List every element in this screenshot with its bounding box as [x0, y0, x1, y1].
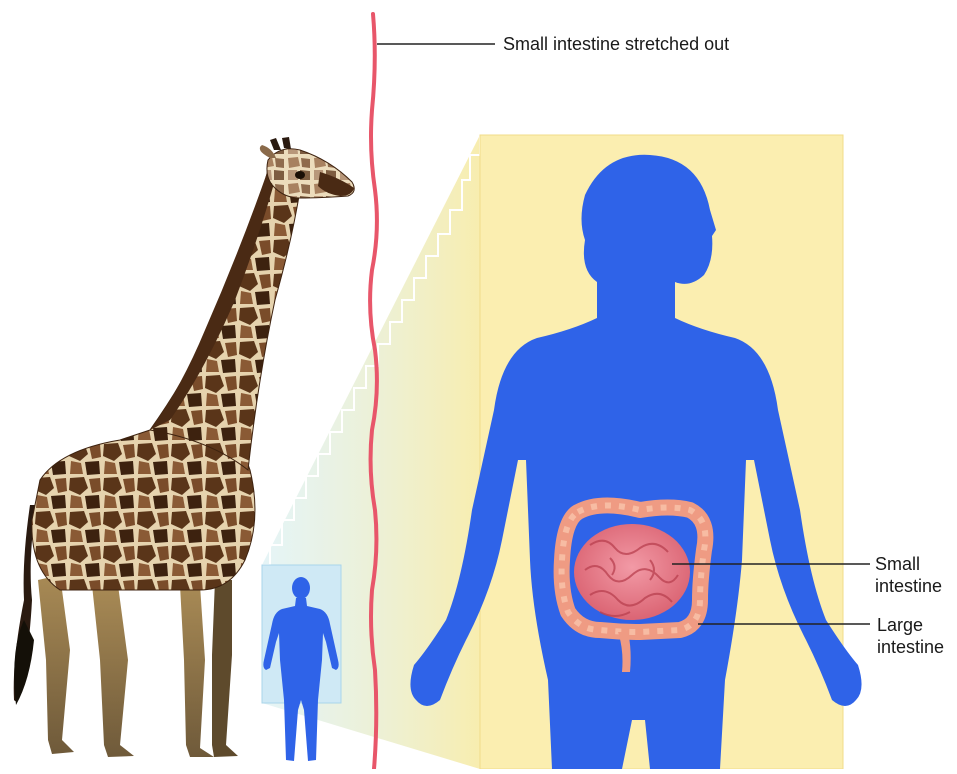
large-intestine-label-line2: intestine — [877, 636, 944, 658]
small-intestine-label-line1: Small — [875, 553, 942, 575]
large-intestine-label-line1: Large — [877, 614, 944, 636]
stretched-intestine-label: Small intestine stretched out — [503, 33, 729, 55]
small-intestine-label-line2: intestine — [875, 575, 942, 597]
small-intestine-label: Small intestine — [875, 553, 942, 597]
large-intestine-label: Large intestine — [877, 614, 944, 658]
